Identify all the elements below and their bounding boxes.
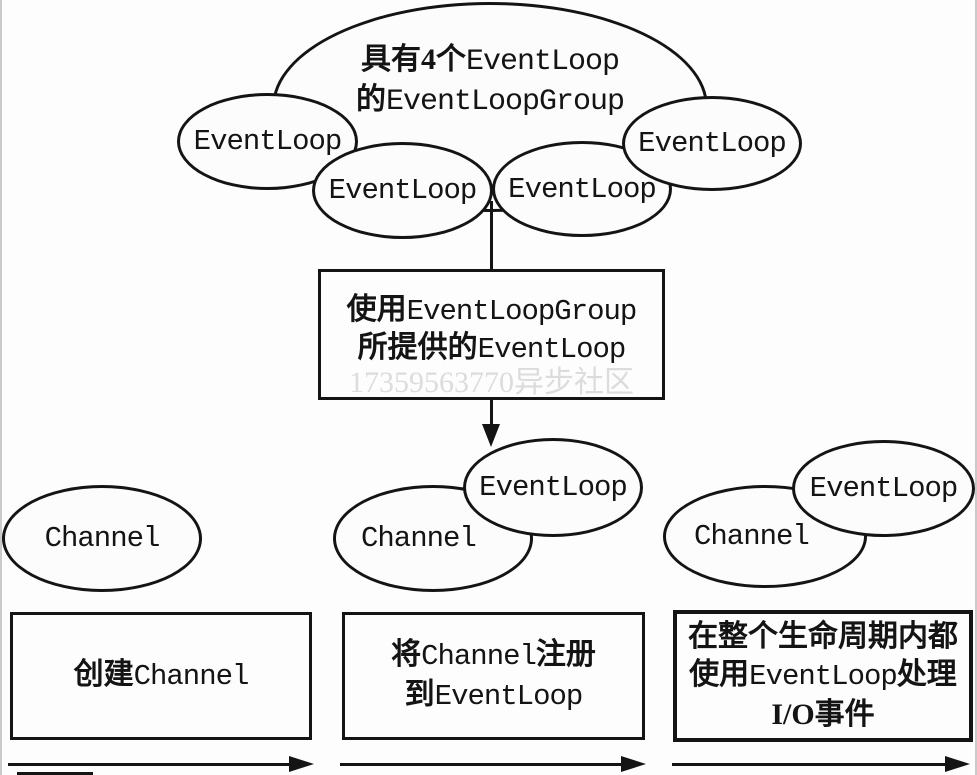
eventloopgroup-ellipse: 具有4个EventLoop 的EventLoopGroup [272, 2, 708, 212]
step2-line1-cn-a: 将 [391, 638, 422, 671]
group-label-line2-code: EventLoopGroup [385, 85, 625, 119]
right-arrowhead-icon-2 [621, 756, 646, 772]
step2-line2: 到EventLoop [404, 676, 584, 716]
step3-line2: 使用EventLoop处理 [689, 656, 957, 696]
group-label-line2-cn: 的 [355, 83, 386, 116]
step3-line2-cn-a: 使用 [689, 658, 750, 691]
step3-line2-code: EventLoop [749, 660, 898, 693]
channel-ellipse-left: Channel [2, 485, 202, 592]
provide-box-line1: 使用EventLoopGroup [346, 292, 638, 330]
group-label-line2: 的EventLoopGroup [355, 81, 625, 121]
provide-box-line2-cn: 所提供的 [357, 330, 478, 364]
provide-box: 使用EventLoopGroup 所提供的EventLoop 173595637… [318, 269, 665, 400]
eventloop-ellipse-2: EventLoop [312, 142, 493, 239]
timeline-arrow-3 [672, 763, 946, 766]
eventloop-ellipse-4: EventLoop [622, 96, 802, 191]
eventloop-label-middle: EventLoop [479, 471, 628, 504]
step-box-handle-io: 在整个生命周期内都 使用EventLoop处理 I/O事件 [673, 610, 973, 742]
channel-label-left: Channel [44, 522, 161, 555]
step1-line1-cn: 创建 [73, 658, 134, 691]
provide-box-line1-cn: 使用 [346, 292, 407, 326]
step3-line2-cn-b: 处理 [896, 658, 957, 691]
step2-line1-cn-b: 注册 [535, 638, 596, 671]
group-label-line1-cn: 具有4个 [360, 43, 466, 76]
connector-box-to-eventloop [490, 400, 493, 427]
step2-line2-cn: 到 [404, 678, 435, 711]
step2-line1-code: Channel [421, 640, 537, 673]
step1-line1: 创建Channel [73, 656, 250, 696]
step3-line3: I/O事件 [771, 696, 874, 734]
step2-line2-code: EventLoop [434, 680, 584, 713]
step3-line3-cn: I/O事件 [771, 698, 875, 731]
provide-box-line1-code: EventLoopGroup [406, 294, 638, 328]
channel-ellipse-right: Channel [663, 485, 867, 588]
eventloop-label-3: EventLoop [508, 172, 657, 206]
right-arrowhead-icon-3 [945, 756, 970, 772]
step1-line1-code: Channel [133, 660, 250, 693]
step-box-register-channel: 将Channel注册 到EventLoop [342, 612, 645, 740]
step3-line1: 在整个生命周期内都 [688, 618, 958, 656]
timeline-arrow-1 [8, 763, 290, 766]
watermark-text: 17359563770异步社区 [349, 366, 634, 399]
eventloop-label-1: EventLoop [193, 125, 343, 158]
eventloop-ellipse-right: EventLoop [792, 440, 975, 537]
step2-line1: 将Channel注册 [391, 636, 596, 676]
channel-label-middle: Channel [361, 522, 477, 555]
timeline-arrow-2 [340, 763, 622, 766]
group-label-line1-code: EventLoop [465, 45, 620, 79]
connector-group-to-box [490, 201, 493, 270]
group-label-line1: 具有4个EventLoop [356, 41, 624, 81]
eventloop-label-right: EventLoop [809, 472, 959, 505]
step3-line1-cn: 在整个生命周期内都 [688, 620, 958, 653]
down-arrowhead-icon [482, 424, 500, 447]
channel-label-right: Channel [694, 520, 810, 553]
eventloop-ellipse-middle: EventLoop [463, 438, 643, 537]
eventloop-label-2: EventLoop [328, 174, 478, 207]
step-box-create-channel: 创建Channel [10, 612, 312, 740]
eventloop-ellipse-1: EventLoop [177, 93, 358, 190]
eventloop-label-4: EventLoop [638, 127, 787, 160]
left-edge-line [0, 0, 2, 775]
provide-box-line2: 所提供的EventLoop [357, 330, 627, 368]
right-edge-line [975, 0, 977, 775]
provide-box-line2-code: EventLoop [477, 332, 627, 366]
bottom-left-scan-line [17, 772, 93, 775]
right-arrowhead-icon-1 [289, 756, 314, 772]
